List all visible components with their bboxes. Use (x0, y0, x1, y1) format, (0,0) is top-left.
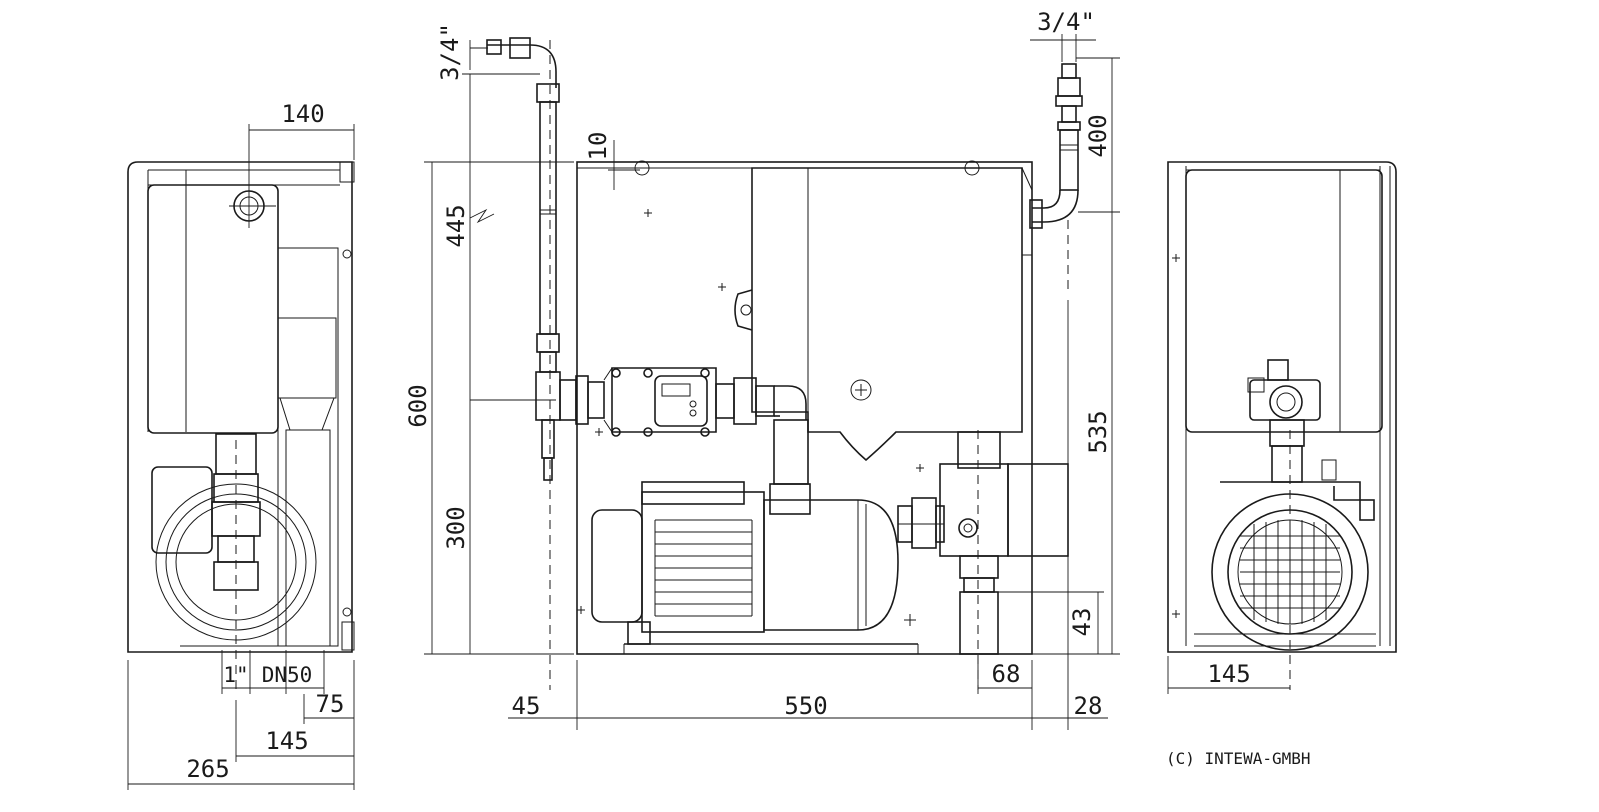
dim-445: 445 (442, 204, 470, 247)
dim-300: 300 (442, 506, 470, 549)
left-side-view: 140 1" DN50 75 145 265 (127, 100, 355, 790)
copyright-text: (C) INTEWA-GMBH (1166, 749, 1311, 768)
right-side-view: 145 (1167, 161, 1397, 694)
dim-dn50: DN50 (262, 663, 313, 687)
dim-68: 68 (992, 660, 1021, 688)
dim-75: 75 (316, 690, 345, 718)
dim-550: 550 (784, 692, 827, 720)
dim-43: 43 (1068, 608, 1096, 637)
front-view: 3/4" 445 300 600 10 3/4" 400 535 (404, 8, 1120, 730)
dim-45: 45 (512, 692, 541, 720)
dim-28: 28 (1074, 692, 1103, 720)
dim-thread-right: 3/4" (1037, 8, 1095, 36)
dim-265: 265 (186, 755, 229, 783)
dim-600: 600 (404, 384, 432, 427)
dim-140: 140 (281, 100, 324, 128)
dim-145-left: 145 (265, 727, 308, 755)
dim-thread-left: 3/4" (436, 23, 464, 81)
dim-535: 535 (1084, 410, 1112, 453)
dim-145-right: 145 (1207, 660, 1250, 688)
dim-400: 400 (1084, 114, 1112, 157)
dim-1-inch: 1" (223, 663, 248, 687)
dim-10: 10 (584, 132, 612, 161)
